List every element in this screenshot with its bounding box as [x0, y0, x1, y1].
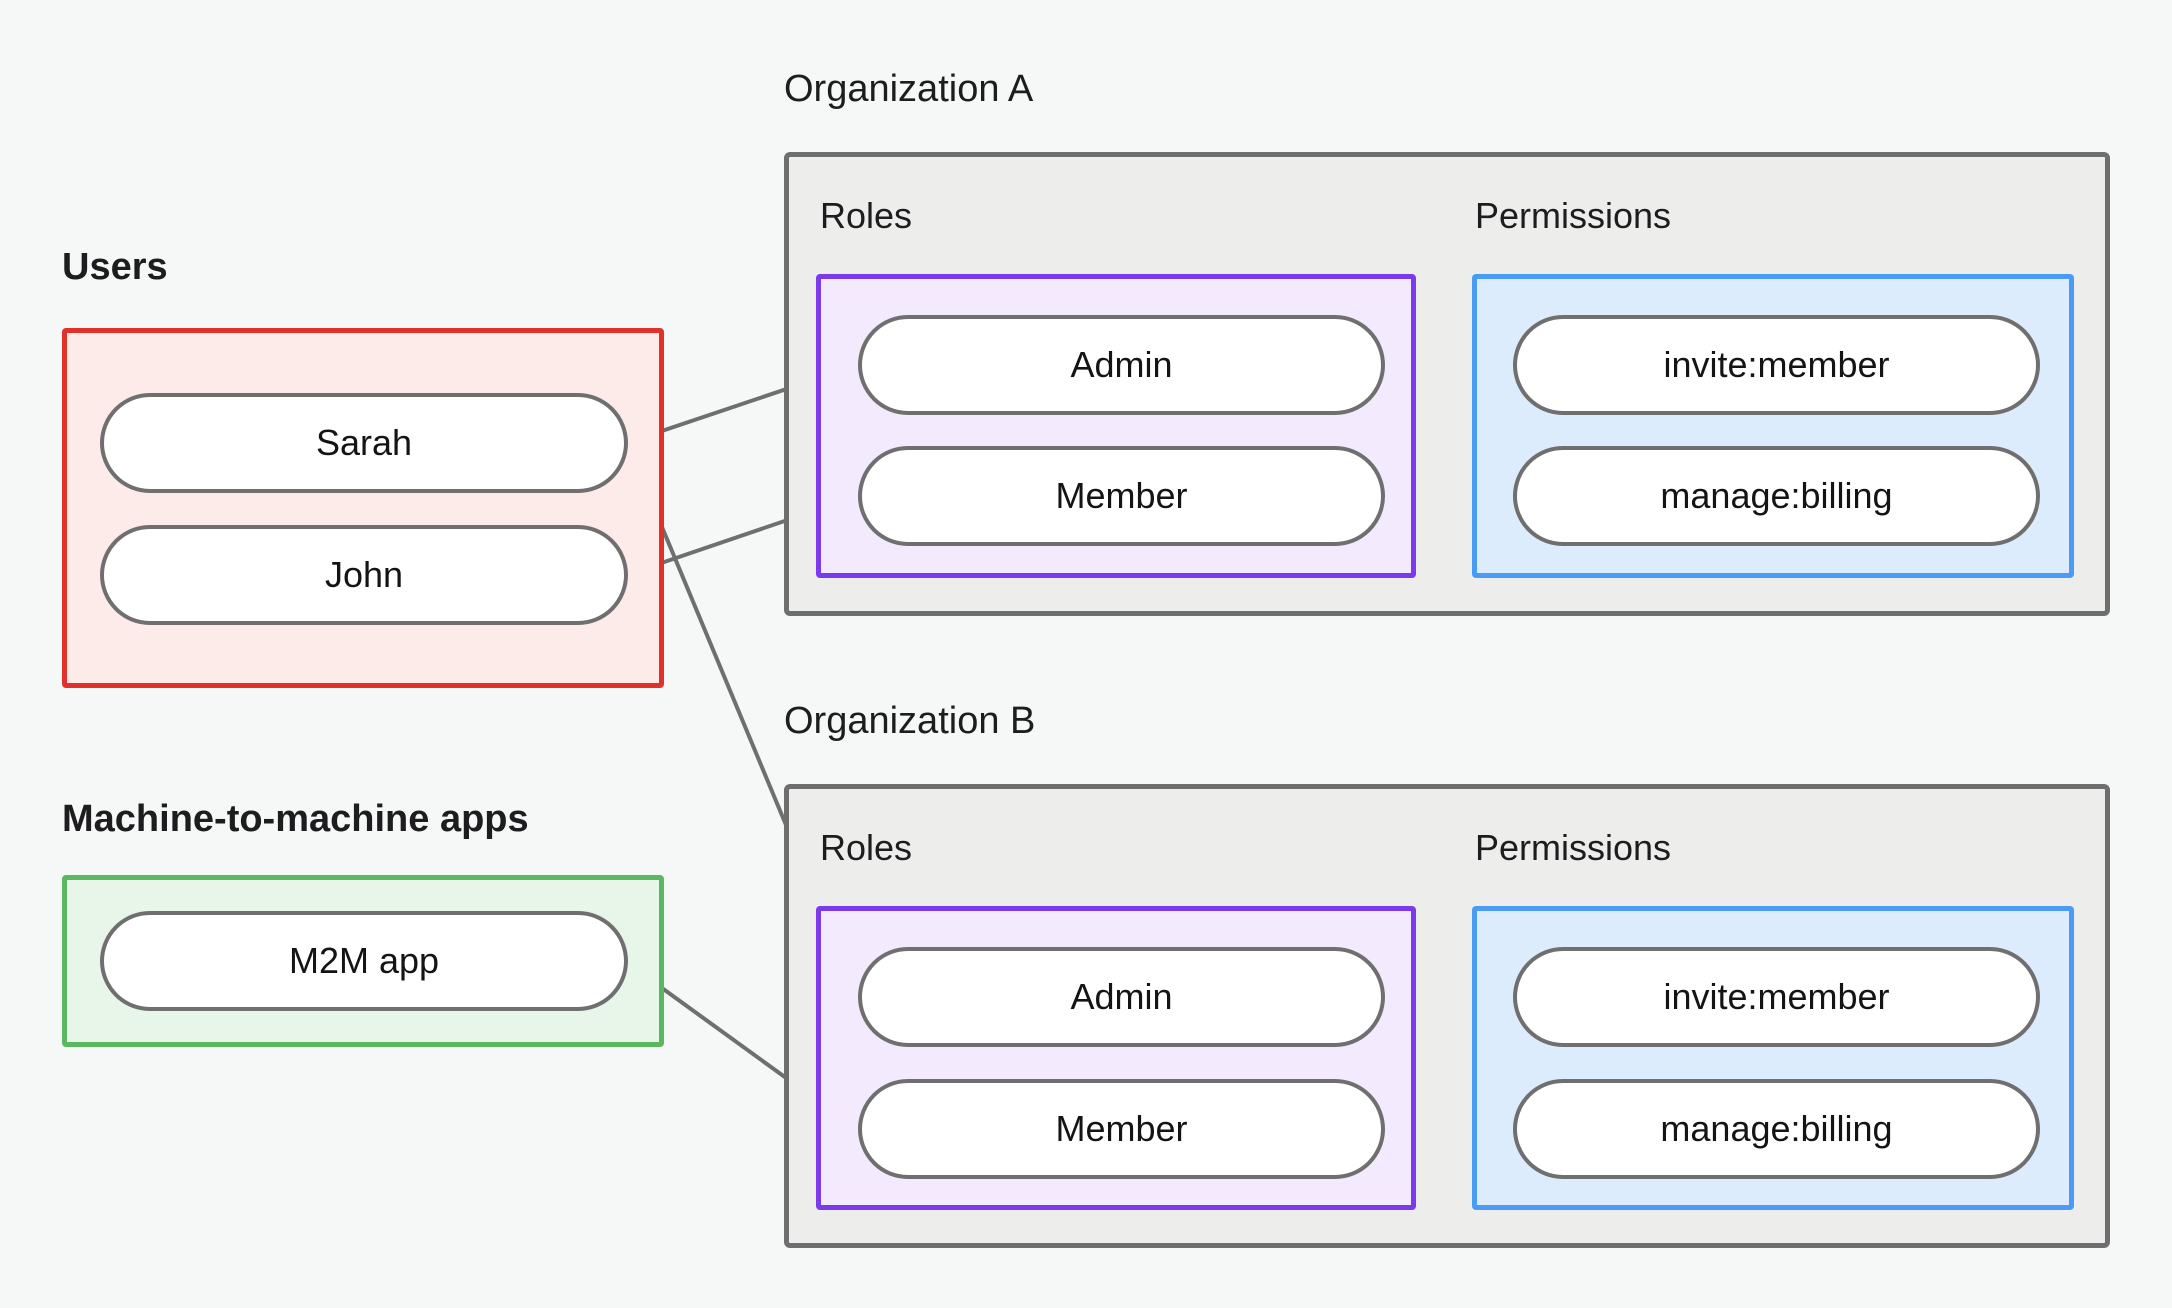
- org-b-permission-invite-member[interactable]: invite:member: [1513, 947, 2040, 1047]
- user-node-john[interactable]: John: [100, 525, 628, 625]
- org-a-permission-invite-member[interactable]: invite:member: [1513, 315, 2040, 415]
- users-title: Users: [62, 246, 168, 288]
- user-node-sarah[interactable]: Sarah: [100, 393, 628, 493]
- org-a-permission-manage-billing[interactable]: manage:billing: [1513, 446, 2040, 546]
- org-a-permissions-label: Permissions: [1475, 195, 1672, 236]
- org-a-roles-label: Roles: [820, 195, 913, 236]
- org-b-permissions-label: Permissions: [1475, 827, 1672, 868]
- role-label: Admin: [1070, 344, 1173, 385]
- m2m-node-app[interactable]: M2M app: [100, 911, 628, 1011]
- org-b-title: Organization B: [784, 700, 1036, 742]
- role-label: Member: [1055, 1108, 1188, 1149]
- org-a-role-member[interactable]: Member: [858, 446, 1385, 546]
- org-b-permission-manage-billing[interactable]: manage:billing: [1513, 1079, 2040, 1179]
- permission-label: manage:billing: [1660, 475, 1893, 516]
- org-a-title: Organization A: [784, 68, 1034, 110]
- role-label: Admin: [1070, 976, 1173, 1017]
- org-b-roles-label: Roles: [820, 827, 913, 868]
- org-a-role-admin[interactable]: Admin: [858, 315, 1385, 415]
- permission-label: invite:member: [1663, 344, 1890, 385]
- m2m-node-label: M2M app: [288, 940, 440, 981]
- org-b-role-admin[interactable]: Admin: [858, 947, 1385, 1047]
- m2m-title: Machine-to-machine apps: [62, 798, 529, 840]
- user-node-label: John: [324, 554, 404, 595]
- role-label: Member: [1055, 475, 1188, 516]
- permission-label: invite:member: [1663, 976, 1890, 1017]
- users-group: [62, 328, 664, 688]
- org-b-role-member[interactable]: Member: [858, 1079, 1385, 1179]
- permission-label: manage:billing: [1660, 1108, 1893, 1149]
- user-node-label: Sarah: [315, 422, 413, 463]
